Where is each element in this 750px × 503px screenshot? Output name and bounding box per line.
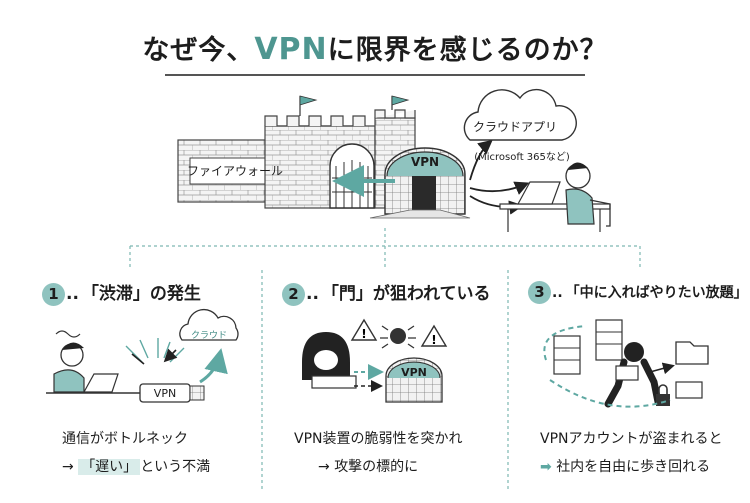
section3-desc-line2: ➡ 社内を自由に歩き回れる <box>540 456 710 476</box>
section1-desc-line2: → 「遅い」という不満 <box>62 456 210 476</box>
section3-number: 3 <box>528 281 551 304</box>
section2-desc-line1: VPN装置の脆弱性を突かれ <box>294 431 463 447</box>
section2-title: 「門」が狙われている <box>321 284 491 304</box>
section3-arrow: ➡ <box>540 459 552 475</box>
title-after: に限界を感じるのか？ <box>327 35 608 66</box>
page-title: なぜ今、VPNに限界を感じるのか？ <box>0 28 750 67</box>
section1-title: 「渋滞」の発生 <box>81 284 201 304</box>
section3-title: 「中に入ればやりたい放題」 <box>565 285 748 301</box>
tree-connectors <box>129 228 641 490</box>
cloud-sublabel: (Microsoft 365など) <box>474 151 570 163</box>
section2-desc-line2: → 攻撃の標的に <box>318 456 418 476</box>
section3-desc-line1: VPNアカウントが盗まれると <box>540 431 723 447</box>
section1-heading: 1..「渋滞」の発生 <box>42 279 201 306</box>
section3-heading: 3..「中に入ればやりたい放題」 <box>528 281 748 304</box>
section2-desc-rest: 攻撃の標的に <box>334 459 419 475</box>
section3-dots: .. <box>552 285 563 301</box>
section3-illustration <box>543 319 709 408</box>
vpn-gate-label: VPN <box>411 155 439 169</box>
section1-cloud-label: クラウド <box>191 330 227 341</box>
cloud-label: クラウドアプリ <box>473 120 557 134</box>
svg-text:!: ! <box>431 333 436 347</box>
section1-arrow: → <box>62 459 74 475</box>
firewall-label: ファイアウォール <box>187 164 283 178</box>
section2-vpn-label: VPN <box>401 366 427 379</box>
svg-text:!: ! <box>361 327 366 341</box>
section2-dots: .. <box>306 284 319 304</box>
section2-arrow: → <box>318 459 330 475</box>
title-underline <box>165 74 585 76</box>
section2-number: 2 <box>282 283 305 306</box>
section2-heading: 2..「門」が狙われている <box>282 279 491 306</box>
section1-desc-rest: という不満 <box>140 459 211 475</box>
section3-desc-rest: 社内を自由に歩き回れる <box>556 459 711 475</box>
section1-illustration <box>46 309 239 403</box>
section1-vpn-label: VPN <box>154 387 176 400</box>
title-before: なぜ今、 <box>142 35 255 66</box>
cloud-icon <box>463 88 577 141</box>
section1-highlight: 「遅い」 <box>78 459 141 475</box>
remote-worker-icon <box>499 162 611 232</box>
title-highlight: VPN <box>254 32 328 67</box>
vpn-tunnel-gate <box>369 147 471 219</box>
section1-number: 1 <box>42 283 65 306</box>
section2-illustration: ! ! <box>302 318 448 403</box>
section1-dots: .. <box>66 284 79 304</box>
section1-desc-line1: 通信がボトルネック <box>62 431 188 447</box>
